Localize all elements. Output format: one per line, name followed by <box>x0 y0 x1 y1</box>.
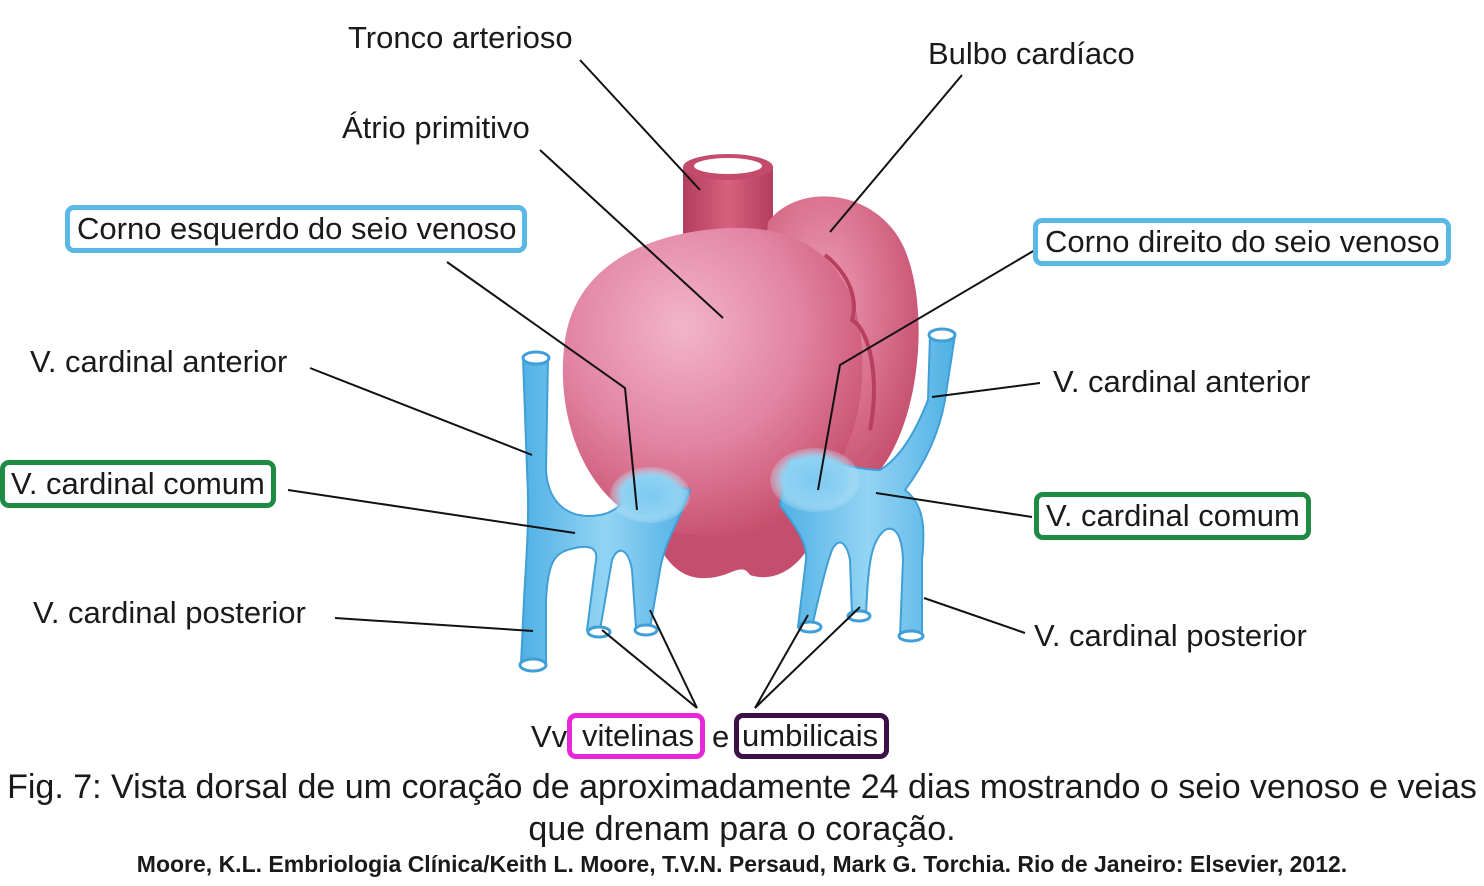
label-umbilicais: umbilicais <box>734 713 890 759</box>
label-vcardinal-comum-left: V. cardinal comum <box>0 460 276 508</box>
leader-lines <box>287 59 1041 709</box>
heart-diagram <box>287 59 1041 709</box>
label-conjunction: e <box>712 719 730 754</box>
label-vcardinal-anterior-left: V. cardinal anterior <box>30 344 288 379</box>
figure-caption: Fig. 7: Vista dorsal de um coração de ap… <box>7 768 1477 848</box>
label-vcardinal-posterior-right: V. cardinal posterior <box>1034 618 1307 653</box>
label-vitelinas: vitelinas <box>567 713 705 759</box>
label-vcardinal-anterior-right: V. cardinal anterior <box>1053 364 1311 399</box>
figure-reference: Moore, K.L. Embriologia Clínica/Keith L.… <box>136 851 1348 877</box>
tronco-arterioso-shape <box>683 154 773 242</box>
label-atrio-primitivo: Átrio primitivo <box>342 110 530 145</box>
label-vv-prefix: Vv <box>531 719 568 754</box>
label-vcardinal-comum-right: V. cardinal comum <box>1034 492 1311 540</box>
label-corno-esquerdo: Corno esquerdo do seio venoso <box>65 205 528 253</box>
label-vcardinal-posterior-left: V. cardinal posterior <box>33 595 306 630</box>
label-tronco-arterioso: Tronco arterioso <box>348 20 573 55</box>
label-bulbo-cardiaco: Bulbo cardíaco <box>928 36 1135 71</box>
right-vein-system <box>770 327 957 643</box>
label-corno-direito: Corno direito do seio venoso <box>1033 218 1451 266</box>
left-vein-system <box>518 350 692 673</box>
bulbo-edge <box>823 253 876 431</box>
